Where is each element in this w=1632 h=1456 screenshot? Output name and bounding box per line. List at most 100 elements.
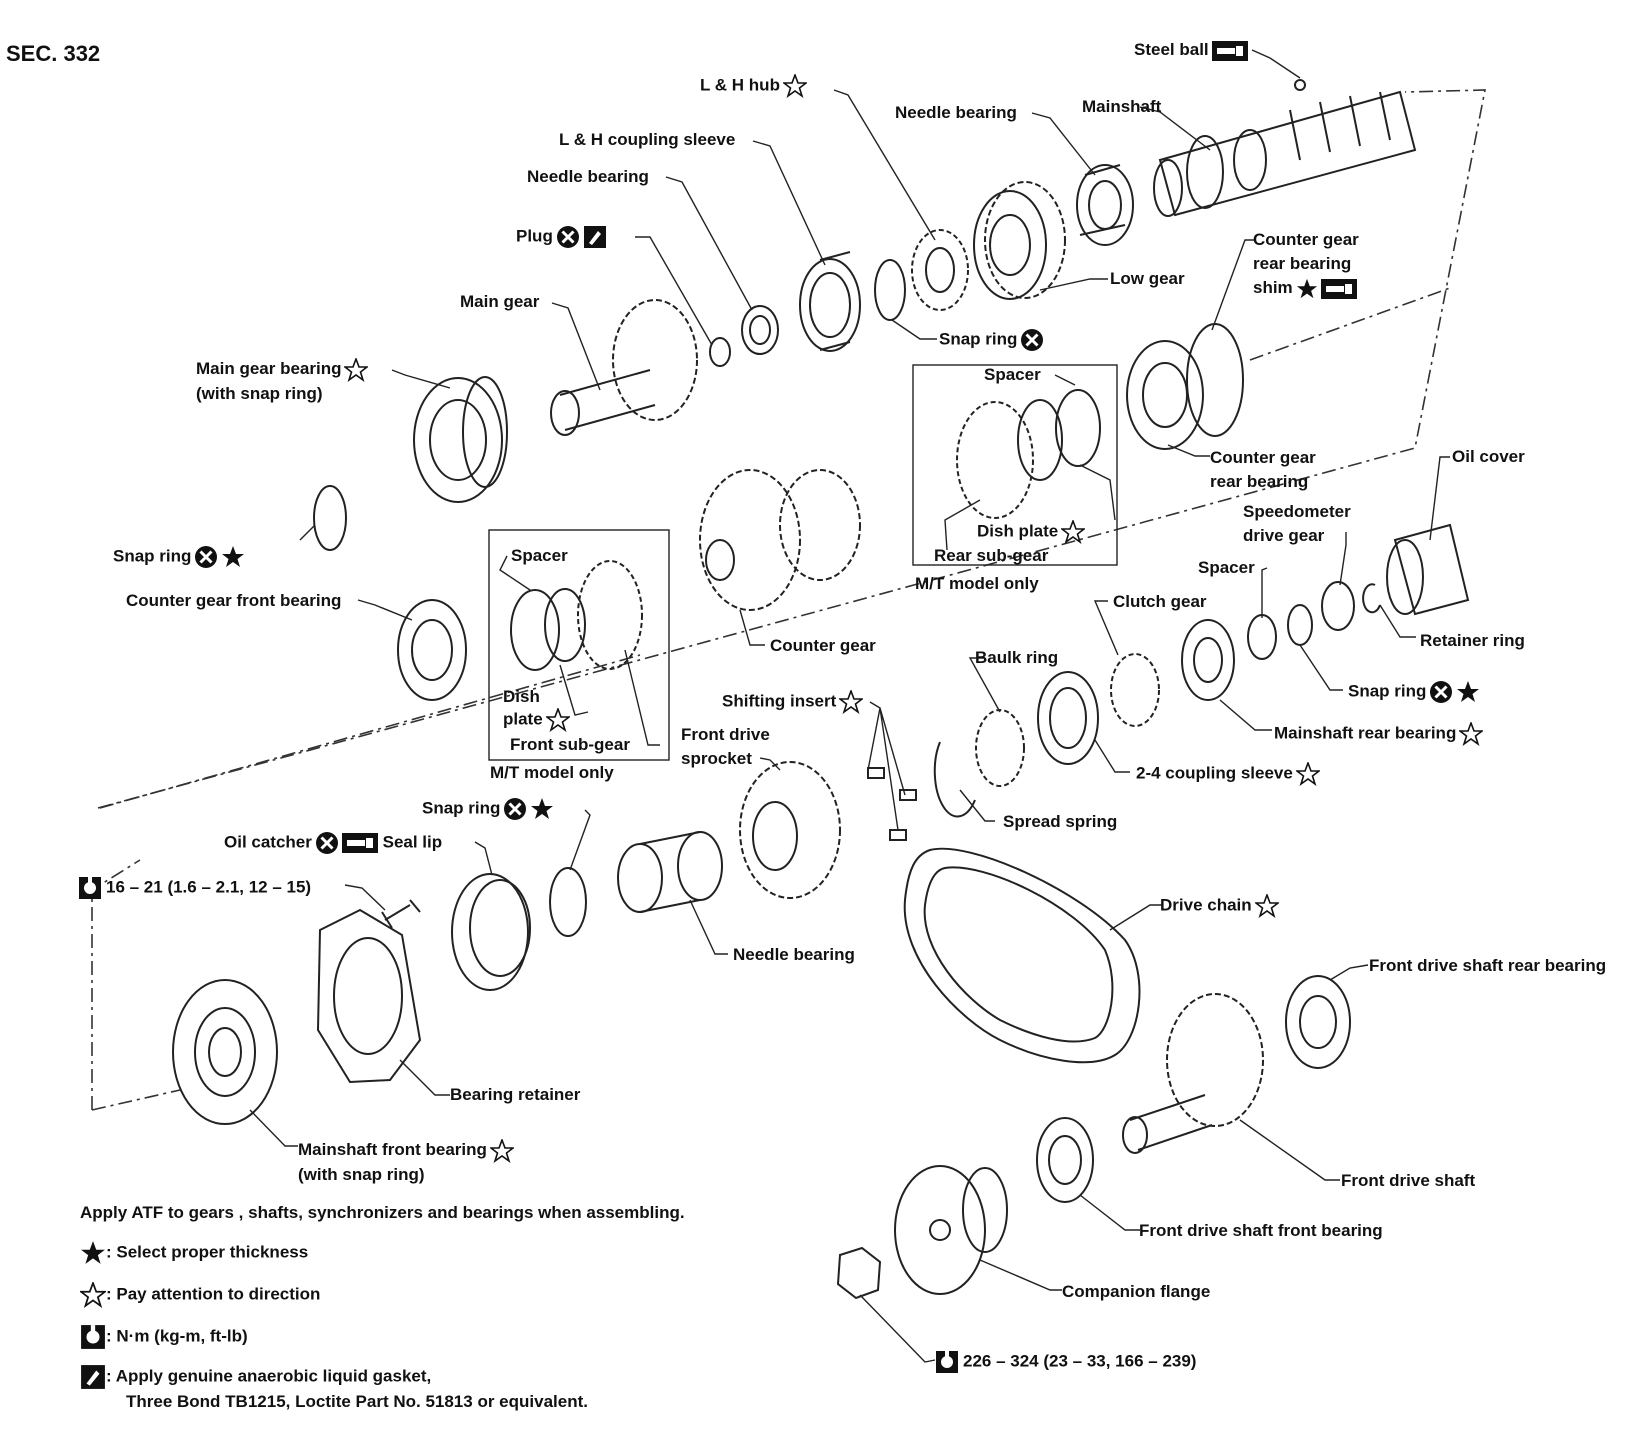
label-front-drive-sprocket: Front drive sprocket	[681, 725, 770, 768]
gasket-icon	[80, 1364, 106, 1390]
label-spacer-right: Spacer	[1198, 558, 1255, 577]
spacer-rear-part	[1055, 389, 1101, 467]
filled-star-icon	[1456, 680, 1480, 704]
label-spacer-mt: Spacer	[984, 365, 1041, 384]
plug-part	[709, 337, 731, 367]
label-counter-gear-front-bearing: Counter gear front bearing	[126, 591, 342, 610]
retainer-ring-part	[1362, 583, 1381, 614]
legend-pay-attention: : Pay attention to direction	[80, 1282, 320, 1308]
label-dish-plate-mt: Dish plate	[977, 520, 1085, 544]
label-mainshaft-front-bearing: Mainshaft front bearing (with snap ring)	[298, 1138, 514, 1187]
torque-wrench-icon	[935, 1350, 959, 1374]
label-baulk-ring: Baulk ring	[975, 648, 1059, 667]
label-snap-ring-3: Snap ring	[1348, 680, 1480, 704]
label-coupling-sleeve-24: 2-4 coupling sleeve	[1136, 762, 1320, 786]
label-spread-spring: Spread spring	[1003, 812, 1118, 831]
outline-star-icon	[839, 690, 863, 714]
label-oil-cover: Oil cover	[1452, 447, 1525, 466]
label-main-gear: Main gear	[460, 292, 540, 311]
label-mt-model-only-2: M/T model only	[490, 763, 614, 782]
front-centerline-low	[91, 1089, 181, 1111]
main-gear-bearing-part	[413, 376, 508, 503]
front-drive-shaft-part	[1122, 993, 1264, 1154]
dish-plate-front-part	[544, 588, 586, 662]
outline-star-icon	[490, 1139, 514, 1163]
outline-star-icon	[1296, 762, 1320, 786]
label-mainshaft-rear-bearing: Mainshaft rear bearing	[1274, 722, 1483, 746]
label-bearing-retainer: Bearing retainer	[450, 1085, 581, 1104]
dish-plate-rear-part	[1017, 399, 1063, 481]
clutch-gear-part	[1110, 653, 1160, 727]
leader-lines	[249, 49, 1450, 1363]
label-spacer-front: Spacer	[511, 546, 568, 565]
needle-bearing-top-part	[1076, 164, 1134, 246]
label-front-sub-gear: Front sub-gear	[510, 735, 630, 754]
x-circle-icon	[556, 225, 580, 249]
torque-wrench-icon	[80, 1324, 106, 1350]
bearing-retainer-part	[316, 908, 422, 1084]
x-circle-icon	[1020, 328, 1044, 352]
coupling-sleeve-24-part	[1037, 671, 1099, 765]
filled-star-icon	[530, 797, 554, 821]
grease-icon	[342, 833, 378, 853]
label-low-gear: Low gear	[1110, 269, 1185, 288]
baulk-ring-part	[975, 709, 1025, 787]
front-drive-sprocket-part	[739, 761, 841, 899]
countershaft-centerline	[99, 654, 641, 809]
counter-rear-centerline	[1249, 287, 1451, 361]
filled-star-icon	[80, 1240, 106, 1266]
mt-front-subgear-box	[488, 529, 670, 761]
companion-flange-part	[894, 1165, 1008, 1295]
main-gear-part	[550, 299, 698, 436]
label-dish-plate-front: Dish plate	[503, 686, 570, 732]
label-lh-coupling-sleeve: L & H coupling sleeve	[559, 130, 736, 149]
x-circle-icon	[194, 545, 218, 569]
bearing-retainer-bore	[333, 937, 403, 1055]
outline-star-icon	[546, 708, 570, 732]
counter-gear-front-bearing-part	[397, 599, 467, 701]
mainshaft-front-bearing-part	[172, 979, 278, 1125]
snap-ring-mainshaft-part	[874, 259, 906, 321]
nut-part	[836, 1246, 882, 1300]
note-apply-atf: Apply ATF to gears , shafts, synchronize…	[80, 1203, 685, 1222]
counter-gear-shim-part	[1186, 323, 1244, 437]
label-needle-bearing-2: Needle bearing	[527, 167, 649, 186]
x-circle-icon	[503, 797, 527, 821]
drive-chain-part	[903, 847, 1141, 1064]
mainshaft-rear-bearing-part	[1181, 619, 1235, 701]
label-needle-bearing-3: Needle bearing	[733, 945, 855, 964]
label-counter-gear-rear-bearing-shim: Counter gear rear bearing shim	[1253, 228, 1359, 300]
shifting-insert-part	[867, 767, 917, 841]
spacer-front-part	[510, 589, 560, 671]
label-plug: Plug	[516, 225, 607, 249]
label-steel-ball: Steel ball	[1134, 40, 1248, 61]
legend-select-thickness: : Select proper thickness	[80, 1240, 308, 1266]
needle-bearing-mid-part	[741, 305, 779, 355]
mainshaft-part	[1153, 79, 1417, 217]
snap-ring-lower-part	[549, 867, 587, 937]
outline-star-icon	[783, 74, 807, 98]
label-counter-gear: Counter gear	[770, 636, 876, 655]
label-companion-flange: Companion flange	[1062, 1282, 1211, 1301]
torque-wrench-icon	[78, 876, 102, 900]
outline-star-icon	[80, 1282, 106, 1308]
label-snap-ring-2: Snap ring	[113, 545, 245, 569]
snap-ring-rear-part	[1287, 604, 1313, 646]
legend-gasket: : Apply genuine anaerobic liquid gasket,…	[80, 1364, 588, 1414]
gasket-icon	[583, 225, 607, 249]
needle-bearing-lower-part	[617, 831, 723, 913]
label-front-drive-shaft-front-bearing: Front drive shaft front bearing	[1139, 1221, 1383, 1240]
label-lh-hub: L & H hub	[700, 74, 807, 98]
outline-star-icon	[1459, 722, 1483, 746]
label-snap-ring-1: Snap ring	[939, 328, 1044, 352]
label-needle-bearing-top: Needle bearing	[895, 103, 1017, 122]
speedometer-drive-gear-part	[1321, 581, 1355, 631]
front-sub-gear-part	[577, 560, 643, 670]
counter-gear-part	[699, 469, 861, 611]
label-snap-ring-4: Snap ring	[422, 797, 554, 821]
x-circle-icon	[315, 831, 339, 855]
label-mainshaft: Mainshaft	[1082, 97, 1162, 116]
outline-star-icon	[344, 358, 368, 382]
label-retainer-ring: Retainer ring	[1420, 631, 1525, 650]
